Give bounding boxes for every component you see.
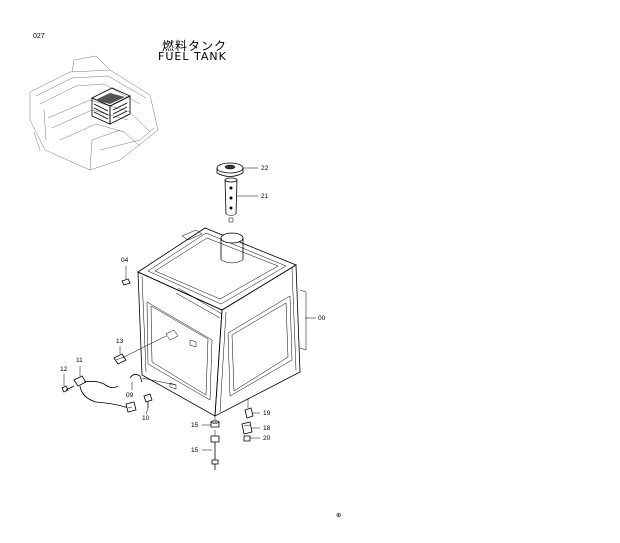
part-04-grommet: 04: [121, 257, 131, 286]
part-20-plug: 20: [243, 435, 271, 442]
callout-19: 19: [263, 410, 271, 417]
part-15-drain-cock: 15: [191, 430, 220, 470]
part-13-sender-unit: 13: [113, 329, 179, 365]
part-21-strainer: 21: [224, 177, 269, 223]
part-19-elbow: 19: [244, 398, 271, 419]
callout-00: 00: [318, 315, 326, 322]
callout-04: 04: [121, 257, 129, 264]
machine-locator-thumbnail: [29, 55, 159, 171]
page-number: 027: [33, 33, 45, 40]
part-18-valve: 18: [241, 421, 271, 435]
part-22-cap: 22: [216, 162, 269, 177]
callout-15-lower: 15: [191, 447, 199, 454]
callout-09: 09: [126, 392, 134, 399]
callout-13: 13: [116, 338, 124, 345]
callout-21: 21: [261, 193, 269, 200]
callout-20: 20: [263, 435, 271, 442]
part-12-bolt: 12: [60, 366, 75, 393]
callout-11: 11: [76, 357, 83, 364]
title-japanese: 燃料タンク: [162, 39, 228, 53]
part-11-harness: 11: [73, 357, 137, 413]
callout-12: 12: [60, 366, 68, 373]
callout-18: 18: [263, 425, 271, 432]
callout-22: 22: [261, 165, 269, 172]
fuel-tank-body: [137, 227, 307, 417]
callout-10: 10: [142, 415, 150, 422]
tank-location-highlight: [91, 87, 131, 125]
part-10-bolt: 10: [142, 393, 153, 422]
part-15-drain-plug: 15: [191, 416, 220, 429]
filler-neck: [220, 232, 244, 264]
title-english: FUEL TANK: [158, 50, 227, 63]
part-09-clamp: 09: [126, 374, 177, 399]
callout-15-upper: 15: [191, 422, 199, 429]
footer-mark-icon: ⊕: [336, 512, 342, 519]
